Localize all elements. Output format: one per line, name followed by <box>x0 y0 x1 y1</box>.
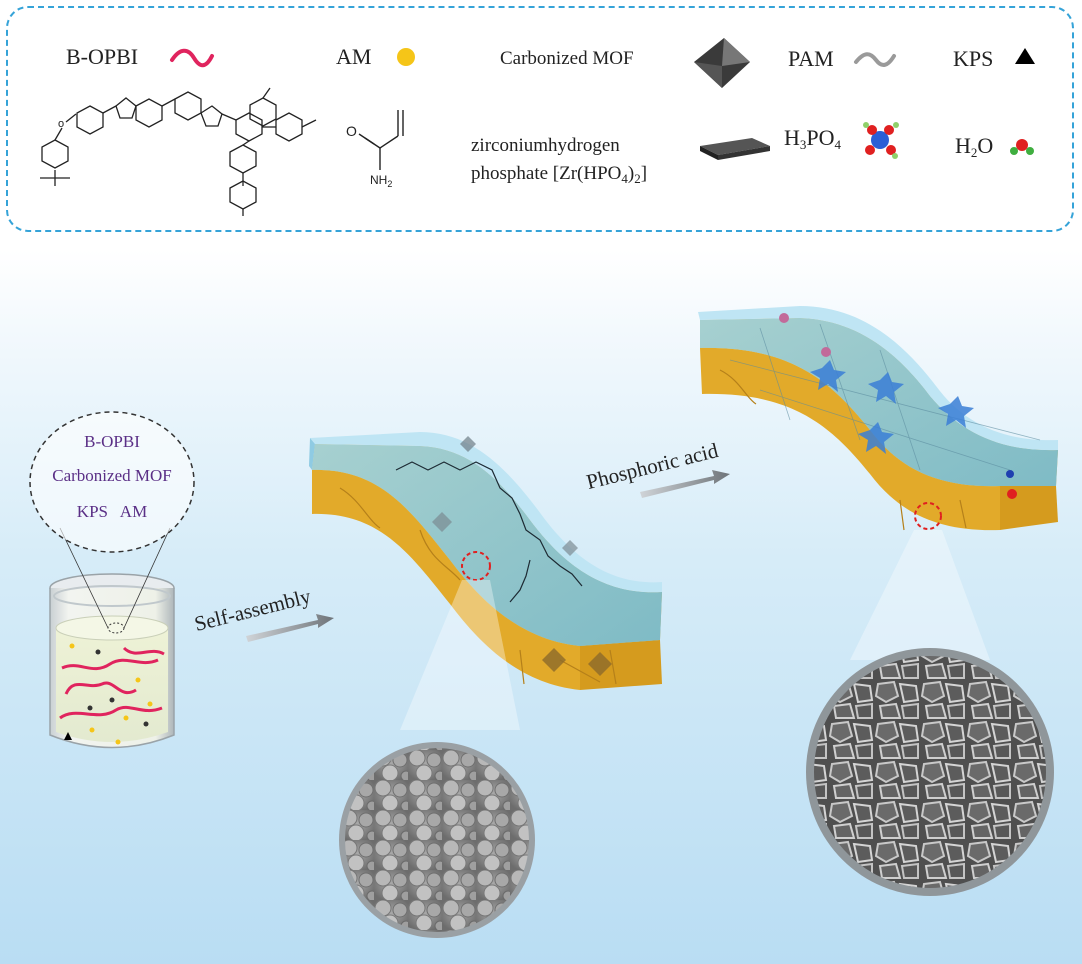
composition-bubble <box>29 411 195 553</box>
phosphoric-acid-arrow <box>640 470 730 498</box>
am-structure-nh2-label: NH2 <box>370 173 393 189</box>
am-structure-o-label: O <box>346 123 357 139</box>
sem-image-particles <box>339 742 535 938</box>
legend-h3po4-label: H3PO4 <box>784 125 842 152</box>
bubble-line-b-opbi: B-OPBI <box>84 432 140 451</box>
membrane-middle <box>309 432 662 690</box>
membrane-right <box>698 306 1058 531</box>
pam-strand-icon <box>854 52 896 67</box>
h2o-molecule-icon <box>1010 139 1034 155</box>
legend-carbonized-mof-label: Carbonized MOF <box>500 48 634 69</box>
beaker-strand-2 <box>64 681 137 695</box>
h3po4-molecule-icon <box>863 122 899 159</box>
svg-text:o: o <box>58 118 64 130</box>
legend-h2o-label: H2O <box>955 133 994 160</box>
legend-b-opbi-label: B-OPBI <box>66 44 139 69</box>
sem-image-porous <box>806 648 1054 896</box>
zr-phosphate-slab-icon <box>700 138 770 160</box>
bubble-line-carbonized-mof: Carbonized MOF <box>52 466 172 485</box>
b-opbi-structure-drawing: o <box>40 87 317 216</box>
am-structure-drawing <box>358 110 404 170</box>
beaker-strand-1 <box>61 658 159 671</box>
b-opbi-strand-icon <box>170 48 214 68</box>
self-assembly-arrow <box>246 614 334 642</box>
legend-box <box>6 6 1074 232</box>
beaker <box>49 527 175 749</box>
kps-triangle-icon <box>1015 48 1035 64</box>
legend-am-label: AM <box>336 44 372 69</box>
beaker-strand-4 <box>122 646 165 656</box>
legend-zr-label-line2: phosphate [Zr(HPO4)2] <box>471 163 648 186</box>
beaker-strand-3 <box>59 705 163 720</box>
legend-kps-label: KPS <box>953 46 994 71</box>
legend-pam-label: PAM <box>788 46 834 71</box>
legend-zr-label-line1: zirconiumhydrogen <box>471 135 620 156</box>
bubble-line-kps-am: KPS AM <box>76 502 148 521</box>
am-dot-icon <box>397 48 415 66</box>
carbonized-mof-icon <box>694 38 750 88</box>
